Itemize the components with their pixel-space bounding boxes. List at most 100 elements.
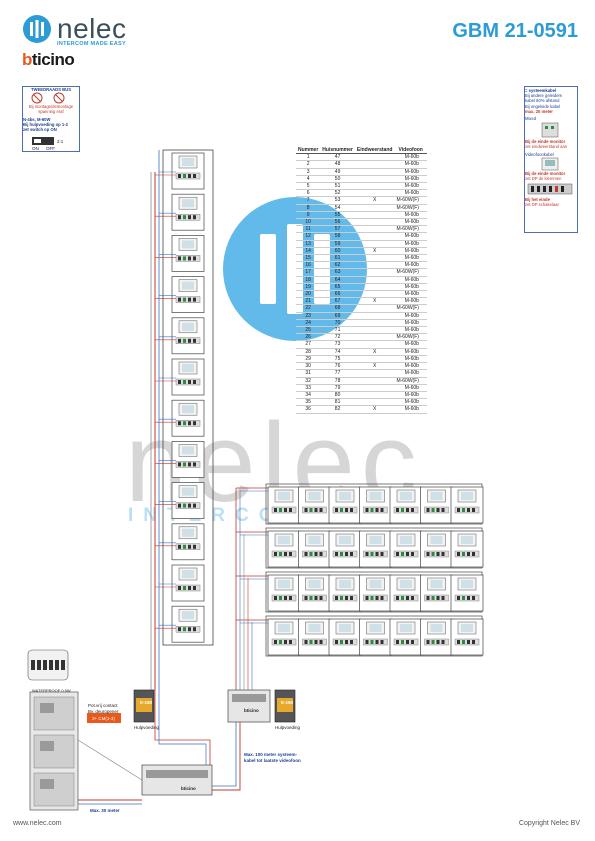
cell-house: 61 — [320, 254, 355, 263]
riser-frame — [162, 149, 214, 646]
terminal-icon — [345, 552, 348, 556]
terminal-icon — [411, 596, 414, 600]
terminal-icon — [436, 640, 440, 644]
col-house: Huisnummer — [320, 147, 355, 155]
terminal-icon — [411, 640, 414, 644]
terminal-icon — [188, 503, 191, 508]
cell-house: 57 — [320, 225, 355, 234]
cell-videophone: M-60b — [394, 160, 427, 169]
terminal-icon — [345, 596, 348, 600]
terminal-icon — [365, 508, 369, 512]
cell-videophone: M-60b — [394, 232, 427, 241]
cell-videophone: M-60W(F) — [394, 204, 427, 212]
terminal-icon — [319, 508, 323, 512]
cell-house: 59 — [320, 240, 355, 248]
left-note-line1: Bij montage/demontage — [28, 104, 74, 110]
splitter-terminals-icon — [232, 694, 266, 702]
cell-number: 17 — [296, 268, 321, 277]
cell-number: 33 — [296, 384, 321, 392]
dip-switch-icon — [32, 137, 54, 145]
terminal-icon — [188, 338, 191, 343]
monitor-screen-icon — [400, 580, 412, 588]
terminal-icon — [178, 338, 181, 343]
cell-terminator — [354, 232, 395, 241]
monitor-screen-icon — [182, 322, 194, 331]
mains-box — [27, 649, 69, 681]
cell-videophone: M-60W(F) — [394, 333, 427, 342]
terminal-icon — [426, 596, 430, 600]
cell-videophone: M-60b — [394, 218, 427, 227]
terminal-icon — [188, 297, 191, 302]
cell-terminator — [354, 377, 395, 385]
terminal-icon — [426, 508, 430, 512]
document-id: GBM 21-0591 — [452, 20, 578, 42]
cell-terminator: X — [354, 405, 395, 414]
cell-house: 65 — [320, 283, 355, 292]
terminal-icon — [350, 640, 353, 644]
terminal-icon — [183, 215, 186, 220]
terminal-icon — [335, 552, 338, 556]
cell-number: 14 — [296, 247, 321, 256]
col-videophone: Videofoon — [394, 147, 427, 155]
relay-module — [87, 713, 121, 723]
cell-videophone: M-60b — [394, 182, 427, 191]
cell-videophone: M-60b — [394, 211, 427, 220]
cell-terminator — [354, 304, 395, 313]
terminal-icon — [289, 552, 292, 556]
cell-house: 56 — [320, 218, 355, 227]
cell-house: 77 — [320, 369, 355, 378]
terminal-icon — [178, 380, 181, 384]
cell-number: 27 — [296, 340, 321, 349]
terminal-icon — [431, 508, 435, 512]
breaker-icon — [37, 660, 41, 670]
cell-house: 81 — [320, 398, 355, 407]
monitor-screen-icon — [339, 580, 351, 588]
cell-terminator — [354, 211, 395, 220]
cell-house: 69 — [320, 312, 355, 320]
cell-number: 8 — [296, 204, 321, 212]
brand-tagline: INTERCOM MADE EASY — [57, 41, 126, 47]
cell-house: 75 — [320, 355, 355, 364]
cell-terminator — [354, 398, 395, 407]
terminal-icon — [406, 552, 409, 556]
monitor-screen-icon — [339, 492, 351, 500]
terminal-icon — [401, 508, 404, 512]
cell-videophone: M-60b — [394, 391, 427, 400]
cell-videophone: M-60b — [394, 254, 427, 263]
bticino-logo: bticino — [22, 50, 75, 69]
switch-on: ON — [32, 146, 39, 151]
cell-house: 79 — [320, 384, 355, 392]
cell-number: 13 — [296, 240, 321, 248]
cell-terminator: X — [354, 348, 395, 356]
terminal-icon — [309, 552, 313, 556]
cell-house: 50 — [320, 175, 355, 184]
terminal-icon — [380, 640, 384, 644]
cell-videophone: M-60b — [394, 369, 427, 378]
cell-house: 70 — [320, 319, 355, 328]
left-note-title: TWEEDRAADS BUS — [30, 87, 71, 92]
terminal-icon — [279, 508, 282, 512]
terminal-icon — [406, 508, 409, 512]
terminal-icon — [375, 508, 379, 512]
cell-videophone: M-60b — [394, 276, 427, 284]
terminal-icon — [274, 596, 277, 600]
cell-terminator — [354, 254, 395, 263]
terminal-icon — [183, 297, 186, 302]
monitor-screen-icon — [430, 580, 443, 588]
terminal-icon — [340, 508, 343, 512]
terminal-icon — [365, 552, 369, 556]
cell-house: 78 — [320, 377, 355, 385]
terminal-icon — [304, 596, 308, 600]
cell-videophone: M-60b — [394, 340, 427, 349]
camera-module-icon — [40, 779, 54, 789]
monitor-screen-icon — [430, 536, 443, 544]
cell-number: 30 — [296, 362, 321, 371]
terminal-icon — [183, 503, 186, 508]
